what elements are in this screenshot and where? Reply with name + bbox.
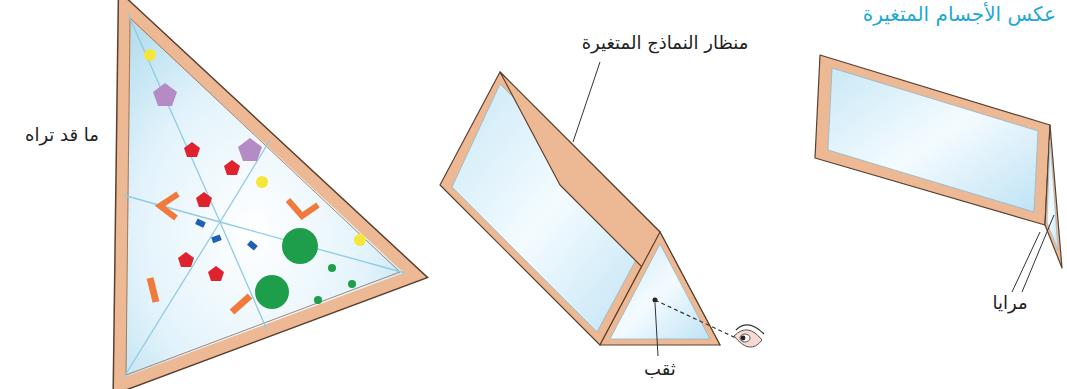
mirror-prism	[815, 55, 1062, 268]
leader-line	[655, 303, 658, 356]
leader-line	[1022, 215, 1054, 292]
sight-line	[655, 300, 736, 338]
leader-line	[573, 62, 600, 142]
caption-label: ما قد تراه	[10, 124, 114, 147]
view-triangle	[120, 6, 415, 385]
kaleidoscope-tube	[440, 72, 720, 345]
part-label: ثقب	[630, 358, 690, 381]
part-label: مرايا	[975, 292, 1045, 315]
heading-label: عكس الأجسام المتغيرة	[860, 2, 1056, 27]
eye-icon	[734, 325, 764, 347]
part-label: منظار النماذج المتغيرة	[560, 32, 770, 55]
